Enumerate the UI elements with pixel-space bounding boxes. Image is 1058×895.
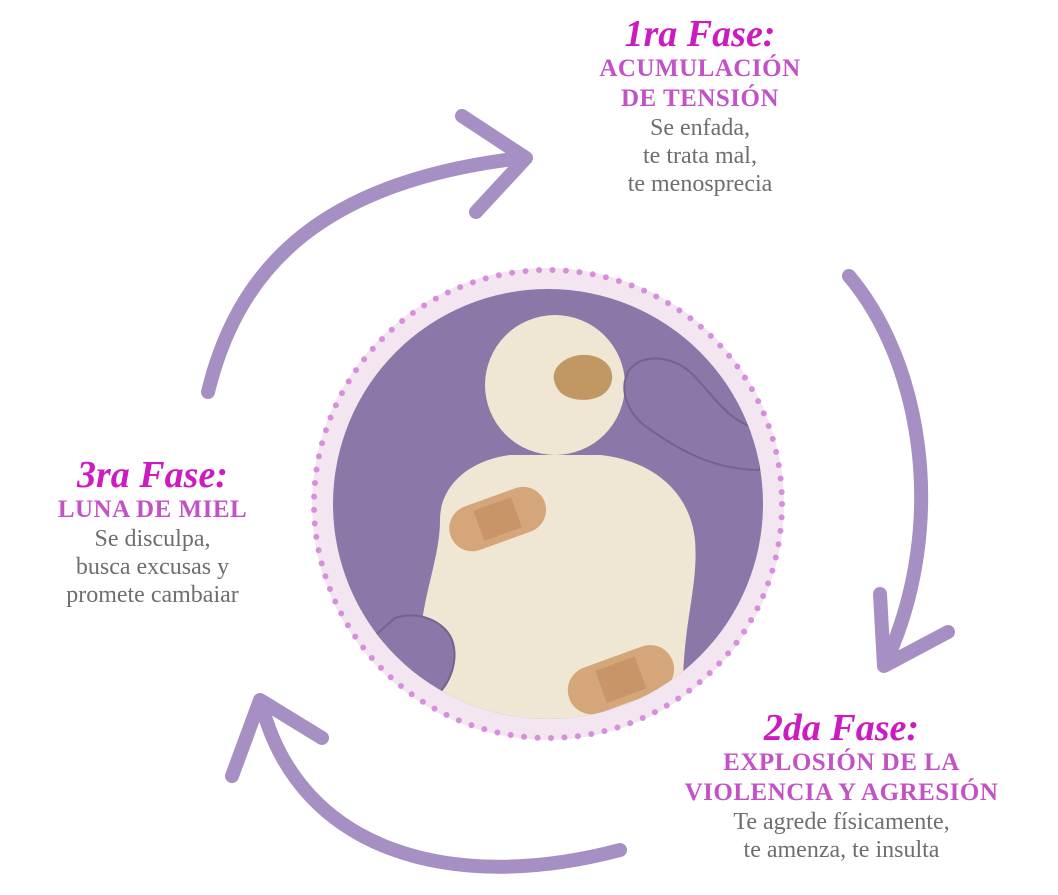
phase-1-description-line-2: te trata mal,: [643, 143, 757, 169]
phase-3-description-line-3: promete cambaiar: [66, 582, 239, 608]
phase-3-title: 3ra Fase:: [77, 454, 228, 496]
phase-2-name-line-1: EXPLOSIÓN DE LA: [723, 749, 960, 776]
phase-1: 1ra Fase: ACUMULACIÓN DE TENSIÓN Se enfa…: [520, 14, 880, 198]
arrowhead-phase2: [873, 587, 955, 673]
phase-3: 3ra Fase: LUNA DE MIEL Se disculpa, busc…: [0, 455, 305, 609]
phase-1-title: 1ra Fase:: [624, 13, 776, 55]
phase-2-name-line-2: VIOLENCIA Y AGRESIÓN: [684, 779, 999, 806]
phase-2-description-line-1: Te agrede físicamente,: [733, 809, 950, 835]
arrow-phase1-to-phase2: [842, 269, 929, 669]
center-illustration: [311, 267, 785, 741]
arrow-phase3-to-phase1: [201, 151, 529, 399]
phase-3-description-line-2: busca excusas y: [75, 554, 230, 580]
phase-1-name-line-1: ACUMULACIÓN: [599, 55, 801, 82]
phase-3-description-line-1: Se disculpa,: [94, 526, 211, 552]
cycle-arrows: [201, 109, 955, 874]
phase-1-description-line-1: Se enfada,: [650, 115, 750, 141]
arrowhead-phase3: [225, 693, 329, 783]
phase-3-name-line-1: LUNA DE MIEL: [57, 496, 248, 523]
phase-1-name-line-2: DE TENSIÓN: [620, 85, 780, 112]
aggressor-fist: [623, 357, 761, 472]
person-head: [485, 315, 625, 455]
phase-2: 2da Fase: EXPLOSIÓN DE LA VIOLENCIA Y AG…: [625, 708, 1058, 864]
phase-1-description-line-3: te menosprecia: [627, 171, 773, 197]
arrowhead-phase1: [455, 109, 533, 219]
illustration-dotted-border: [311, 267, 785, 741]
phase-2-title: 2da Fase:: [763, 707, 920, 749]
phase-2-description-line-2: te amenza, te insulta: [743, 837, 940, 863]
bandage-hip: [567, 645, 675, 715]
arrow-phase2-to-phase3: [255, 699, 627, 874]
bruise: [553, 354, 613, 400]
bandage-shoulder: [449, 486, 547, 552]
